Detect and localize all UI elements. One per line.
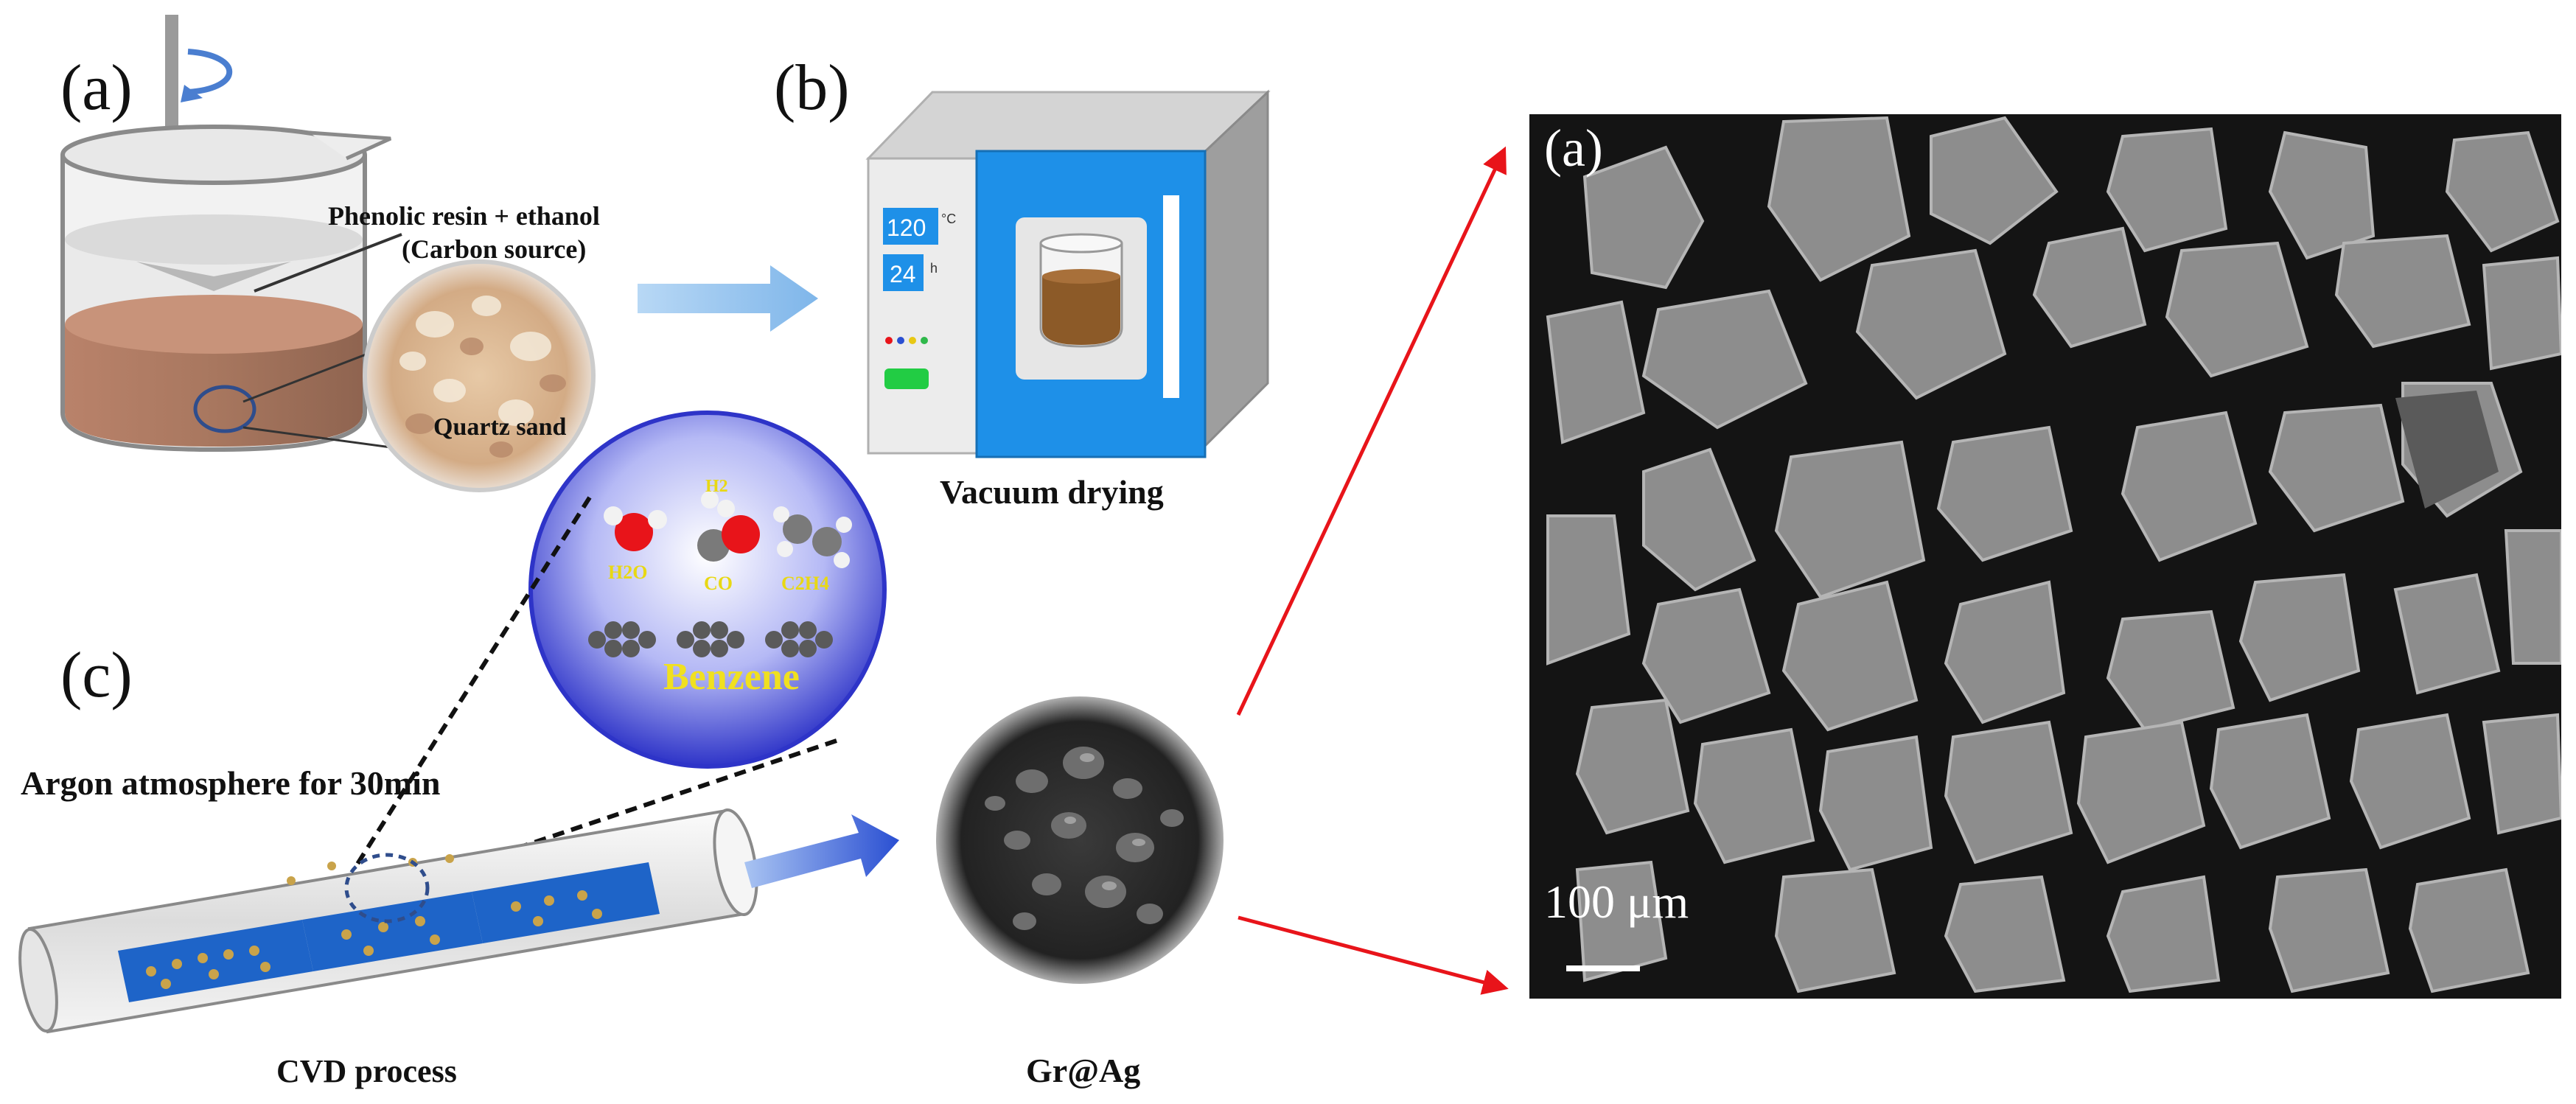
benzene-label: Benzene xyxy=(663,656,800,698)
cvd-tube xyxy=(18,808,758,1034)
vacuum-drying-caption: Vacuum drying xyxy=(940,473,1164,511)
ethylene-label: C2H4 xyxy=(781,573,829,594)
panel-b-label: (b) xyxy=(774,52,850,124)
molecule-sphere xyxy=(528,410,887,769)
oven-temperature-unit: °C xyxy=(941,212,956,226)
sem-scale-bar xyxy=(1566,965,1640,971)
gr-ag-caption: Gr@Ag xyxy=(1026,1052,1140,1089)
gr-ag-sample xyxy=(936,696,1224,984)
molecules xyxy=(588,491,852,657)
oven-temperature: 120 xyxy=(887,214,926,241)
carbon-source-label: (Carbon source) xyxy=(402,234,586,264)
vacuum-oven xyxy=(865,89,1271,458)
hydrogen-label: H2 xyxy=(705,477,728,496)
oven-time-unit: h xyxy=(930,261,938,276)
process-arrow-icon xyxy=(638,265,818,332)
co-label: CO xyxy=(704,573,733,594)
red-arrow-lower xyxy=(1238,915,1509,995)
argon-label: Argon atmosphere for 30min xyxy=(21,764,440,802)
panel-c-label: (c) xyxy=(60,640,133,711)
quartz-sand-zoom xyxy=(363,259,596,492)
zoom-line-left xyxy=(352,496,592,871)
sem-image xyxy=(1529,114,2561,999)
beaker xyxy=(60,15,436,455)
cvd-caption: CVD process xyxy=(276,1053,457,1089)
tube-to-product-arrow-icon xyxy=(744,814,899,888)
red-arrow-upper xyxy=(1236,146,1507,716)
panel-a-label: (a) xyxy=(60,52,133,124)
sem-scale-label: 100 μm xyxy=(1544,876,1689,928)
sem-panel-label: (a) xyxy=(1544,119,1603,178)
oven-time: 24 xyxy=(890,261,916,287)
power-button-icon xyxy=(884,368,929,389)
solution-label: Phenolic resin + ethanol xyxy=(328,201,600,231)
water-label: H2O xyxy=(608,562,647,583)
rotation-arrow-icon xyxy=(187,49,233,95)
quartz-sand-label: Quartz sand xyxy=(433,413,567,441)
